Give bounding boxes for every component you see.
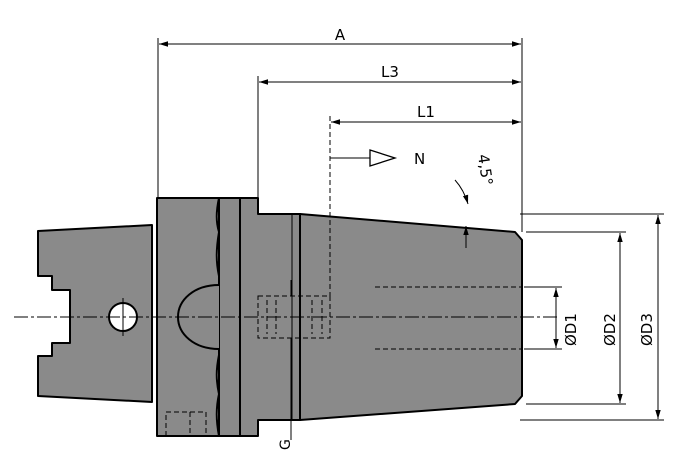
angle-arc-upper <box>454 179 469 205</box>
drive-slot <box>165 411 207 437</box>
dim-d3-label: ØD3 <box>638 313 656 346</box>
n-marker-label: N <box>414 150 425 168</box>
dim-d1-label: ØD1 <box>562 313 580 346</box>
dim-l1-label: L1 <box>417 103 435 121</box>
dim-l3-label: L3 <box>381 63 399 81</box>
shank-body <box>37 224 153 403</box>
n-marker-arrowhead <box>369 149 398 167</box>
dim-a-label: A <box>335 26 346 44</box>
angle-label: 4,5° <box>474 153 496 187</box>
dim-d2-label: ØD2 <box>601 313 619 346</box>
dim-g-label: G <box>278 439 294 450</box>
